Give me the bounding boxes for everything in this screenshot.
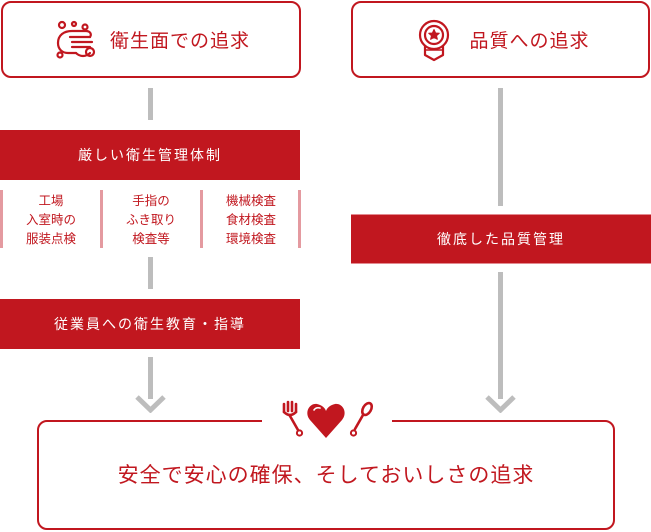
sub-item-inspections: 機械検査 食材検査 環境検査: [225, 192, 276, 246]
sub-item-uniform-check: 工場 入室時の 服装点検: [25, 192, 76, 246]
sub-item-hand-swab-test: 手指の ふき取り 検査等: [125, 192, 176, 246]
spoon-icon: [349, 401, 374, 437]
thorough-quality-management-band: 徹底した品質管理: [351, 214, 651, 264]
column-divider: [100, 190, 103, 248]
connector-line: [148, 257, 153, 289]
hygiene-pursuit-box: 衛生面での追求: [1, 1, 301, 78]
employee-education-band: 従業員への衛生教育・指導: [0, 299, 300, 349]
connector-line: [498, 88, 503, 206]
quality-pursuit-box: 品質への追求: [351, 1, 650, 78]
strict-hygiene-management-label: 厳しい衛生管理体制: [78, 148, 222, 164]
column-divider: [200, 190, 203, 248]
column-divider: [298, 190, 301, 248]
strict-hygiene-management-band: 厳しい衛生管理体制: [0, 130, 300, 180]
food-love-emblem: [282, 400, 374, 438]
medal-icon: [419, 19, 450, 61]
down-arrow-icon: [485, 272, 516, 413]
down-arrow-icon: [135, 357, 166, 413]
fork-icon: [282, 400, 304, 437]
result-statement: 安全で安心の確保、そしておいしさの追求: [117, 463, 535, 487]
connector-line: [148, 88, 153, 120]
thorough-quality-management-label: 徹底した品質管理: [437, 232, 565, 248]
quality-pursuit-title: 品質への追求: [469, 30, 590, 52]
employee-education-label: 従業員への衛生教育・指導: [54, 317, 246, 333]
hygiene-pursuit-title: 衛生面での追求: [109, 30, 250, 52]
heart-icon: [307, 403, 345, 438]
column-divider: [0, 190, 3, 248]
hand-washing-icon: [56, 20, 96, 59]
result-box: [37, 420, 615, 530]
